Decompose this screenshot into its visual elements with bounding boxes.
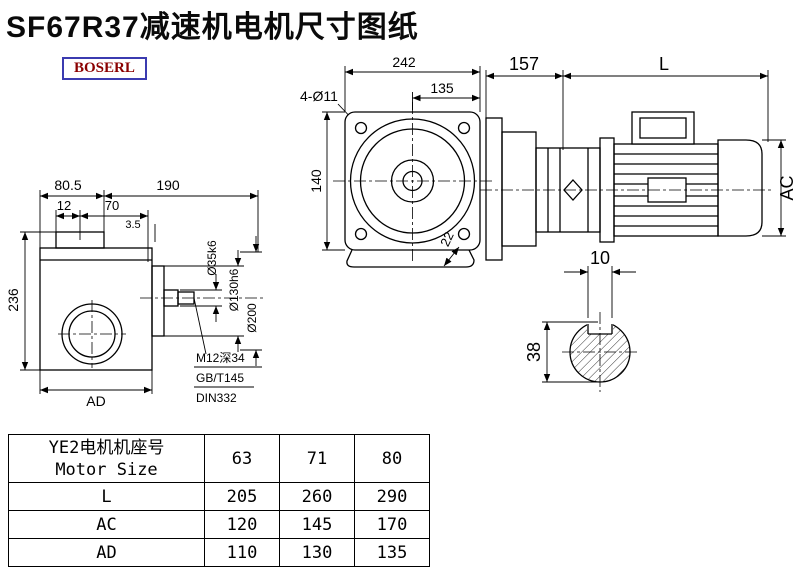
note-standard-2: DIN332 bbox=[196, 391, 237, 405]
dim-label-190: 190 bbox=[156, 177, 180, 193]
drawing-canvas: 242 135 4-Ø11 140 22 157 bbox=[5, 54, 797, 409]
col-header-size-63: 63 bbox=[204, 434, 280, 483]
col-header-size-71: 71 bbox=[279, 434, 355, 483]
side-view-drawing: 80.5 190 12 70 3.5 236 AD Ø35k6 Ø130h6 bbox=[5, 177, 266, 409]
dim-label-10: 10 bbox=[590, 248, 610, 268]
cell-AD-80: 135 bbox=[354, 538, 430, 567]
dim-label-80-5: 80.5 bbox=[54, 177, 81, 193]
note-standard-1: GB/T145 bbox=[196, 371, 244, 385]
dim-label-236: 236 bbox=[5, 288, 21, 312]
cell-AD-71: 130 bbox=[279, 538, 355, 567]
dim-label-AD: AD bbox=[86, 393, 105, 409]
dim-label-140: 140 bbox=[308, 169, 324, 193]
table-row-L: L 205 260 290 bbox=[8, 482, 430, 511]
front-view-drawing: 242 135 4-Ø11 140 22 bbox=[300, 54, 492, 268]
bolt-hole bbox=[457, 121, 471, 135]
dim-label-shaft-dia: Ø35k6 bbox=[205, 240, 219, 276]
dim-label-3-5: 3.5 bbox=[125, 219, 140, 231]
bolt-hole bbox=[354, 227, 368, 241]
dim-label-135: 135 bbox=[430, 80, 454, 96]
dim-label-70: 70 bbox=[105, 198, 119, 213]
cell-AC-80: 170 bbox=[354, 510, 430, 539]
dim-label-242: 242 bbox=[392, 54, 416, 70]
dim-label-22: 22 bbox=[437, 229, 457, 248]
gearbox-rear bbox=[485, 117, 503, 261]
bolt-hole bbox=[457, 227, 471, 241]
row-label-L: L bbox=[8, 482, 205, 511]
cell-AD-63: 110 bbox=[204, 538, 280, 567]
holes-label: 4-Ø11 bbox=[300, 88, 338, 104]
table-header-cn: YE2电机机座号 bbox=[48, 437, 165, 458]
cell-L-71: 260 bbox=[279, 482, 355, 511]
table-row-AD: AD 110 130 135 bbox=[8, 538, 430, 567]
cell-L-80: 290 bbox=[354, 482, 430, 511]
table-row-AC: AC 120 145 170 bbox=[8, 510, 430, 539]
terminal-box bbox=[631, 111, 695, 145]
cell-AC-71: 145 bbox=[279, 510, 355, 539]
dim-label-157: 157 bbox=[509, 54, 539, 74]
brand-logo: BOSERL bbox=[62, 57, 147, 80]
dim-label-spigot-dia: Ø130h6 bbox=[227, 268, 241, 311]
coupling-symbol bbox=[563, 179, 583, 201]
page-title: SF67R37减速机电机尺寸图纸 bbox=[6, 11, 419, 44]
col-header-size-80: 80 bbox=[354, 434, 430, 483]
dim-label-12: 12 bbox=[57, 198, 71, 213]
dim-label-L: L bbox=[659, 54, 669, 74]
row-label-AC: AC bbox=[8, 510, 205, 539]
dim-label-flange-dia: Ø200 bbox=[245, 303, 259, 333]
table-header-en: Motor Size bbox=[55, 459, 158, 480]
cell-L-63: 205 bbox=[204, 482, 280, 511]
dim-label-38: 38 bbox=[524, 342, 544, 362]
fan-cover bbox=[717, 139, 763, 237]
bolt-hole bbox=[354, 121, 368, 135]
motor-size-table: YE2电机机座号 Motor Size 63 71 80 L 205 260 2… bbox=[8, 434, 430, 567]
motor-view-drawing: 157 L AC bbox=[480, 54, 797, 261]
note-tap: M12深34 bbox=[196, 351, 245, 365]
dim-label-AC: AC bbox=[777, 175, 797, 200]
table-header-motor-size: YE2电机机座号 Motor Size bbox=[8, 434, 205, 483]
input-flange bbox=[151, 265, 165, 337]
row-label-AD: AD bbox=[8, 538, 205, 567]
cell-AC-63: 120 bbox=[204, 510, 280, 539]
shaft-section-drawing: 10 38 bbox=[524, 248, 638, 392]
gearbox-body bbox=[39, 247, 153, 371]
output-face-circle bbox=[61, 303, 123, 365]
